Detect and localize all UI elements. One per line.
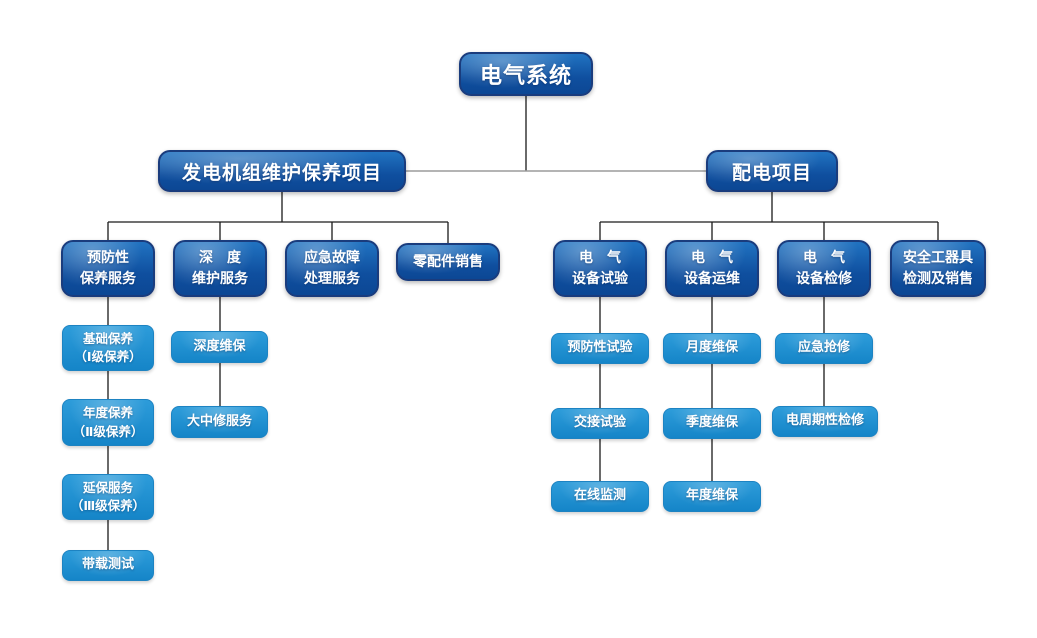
node-spare-parts-sales: 零配件销售 <box>396 243 500 281</box>
node-electrical-equipment-overhaul: 电 气 设备检修 <box>777 240 871 297</box>
leaf-annual-maintenance-level2: 年度保养 （Ⅱ级保养） <box>62 399 154 446</box>
node-electrical-system: 电气系统 <box>459 52 593 96</box>
leaf-online-monitoring: 在线监测 <box>551 481 649 512</box>
node-safety-tools-testing-sales: 安全工器具 检测及销售 <box>890 240 986 297</box>
leaf-emergency-repair: 应急抢修 <box>775 333 873 364</box>
leaf-load-test: 带载测试 <box>62 550 154 581</box>
leaf-major-repair-service: 大中修服务 <box>171 406 268 438</box>
leaf-annual-maintenance: 年度维保 <box>663 481 761 512</box>
leaf-periodic-electrical-overhaul: 电周期性检修 <box>772 406 878 437</box>
node-emergency-fault-handling-service: 应急故障 处理服务 <box>285 240 379 297</box>
leaf-monthly-maintenance: 月度维保 <box>663 333 761 364</box>
leaf-deep-maintenance: 深度维保 <box>171 331 268 363</box>
leaf-quarterly-maintenance: 季度维保 <box>663 408 761 439</box>
node-deep-maintenance-service: 深 度 维护服务 <box>173 240 267 297</box>
leaf-handover-test: 交接试验 <box>551 408 649 439</box>
node-generator-maintenance-project: 发电机组维护保养项目 <box>158 150 406 192</box>
node-preventive-maintenance-service: 预防性 保养服务 <box>61 240 155 297</box>
node-electrical-equipment-operation: 电 气 设备运维 <box>665 240 759 297</box>
leaf-extended-warranty-level3: 延保服务 （Ⅲ级保养） <box>62 474 154 520</box>
leaf-preventive-test: 预防性试验 <box>551 333 649 364</box>
leaf-basic-maintenance-level1: 基础保养 （Ⅰ级保养） <box>62 325 154 371</box>
node-electrical-equipment-testing: 电 气 设备试验 <box>553 240 647 297</box>
node-power-distribution-project: 配电项目 <box>706 150 838 192</box>
